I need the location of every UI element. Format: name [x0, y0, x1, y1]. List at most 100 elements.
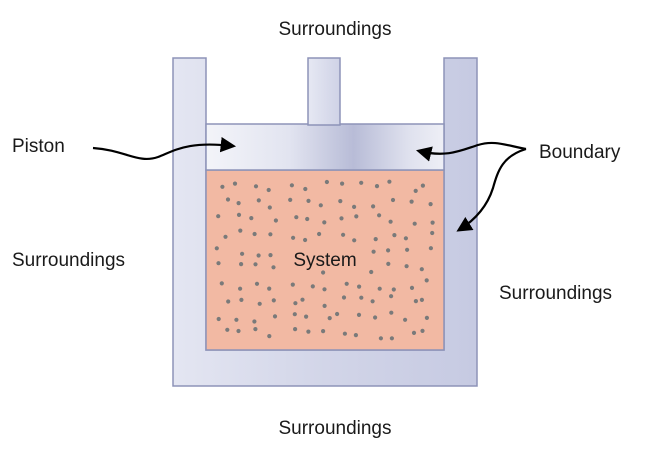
gas-particle [272, 314, 278, 319]
gas-particle [252, 231, 257, 237]
gas-particle [252, 319, 257, 324]
gas-particle [370, 299, 375, 304]
gas-particle [289, 183, 294, 188]
gas-particle [428, 202, 433, 207]
gas-particle [390, 197, 396, 203]
gas-particle [303, 186, 308, 192]
gas-particle [253, 262, 258, 267]
gas-particle [359, 295, 364, 300]
gas-particle [236, 328, 241, 334]
gas-particle [240, 251, 245, 256]
gas-particle [392, 233, 397, 238]
gas-particle [236, 201, 241, 206]
gas-particle [268, 253, 273, 258]
gas-particle [389, 294, 394, 299]
gas-particle [238, 286, 243, 291]
gas-particle [359, 180, 364, 185]
gas-particle [257, 301, 262, 306]
gas-particle [293, 301, 298, 306]
gas-particle [403, 317, 408, 322]
gas-particle [369, 269, 374, 275]
gas-particle [391, 287, 396, 292]
gas-particle [226, 299, 231, 304]
gas-particle [268, 232, 273, 237]
gas-particle [271, 298, 276, 303]
gas-particle [338, 199, 343, 204]
gas-particles [214, 179, 435, 341]
gas-particle [239, 297, 244, 302]
boundary-arrow-lower [456, 147, 527, 232]
gas-particle [405, 247, 410, 252]
gas-particle [223, 234, 228, 239]
gas-particle [236, 212, 242, 217]
gas-particle [388, 219, 393, 224]
piston-label: Piston [12, 136, 65, 157]
gas-particle [324, 179, 329, 185]
gas-particle [266, 187, 271, 193]
gas-particle [371, 204, 376, 209]
gas-particle [293, 327, 298, 332]
gas-particle [403, 236, 408, 241]
gas-particle [389, 310, 394, 315]
gas-particle [356, 312, 362, 317]
surroundings-right-label: Surroundings [499, 283, 612, 304]
gas-particle [232, 181, 238, 186]
gas-particle [404, 264, 409, 269]
gas-particle [322, 303, 327, 308]
gas-particle [300, 297, 305, 302]
gas-particle [352, 204, 357, 209]
gas-particle [267, 286, 272, 291]
gas-particle [249, 216, 254, 221]
gas-particle [253, 184, 259, 189]
gas-particle [420, 328, 425, 333]
gas-particle [374, 184, 380, 189]
gas-particle [216, 261, 221, 266]
gas-particle [342, 331, 347, 336]
gas-particle [234, 317, 239, 322]
gas-particle [386, 248, 391, 253]
gas-particle [377, 213, 382, 218]
boundary-arrow-upper [416, 141, 527, 162]
piston-rod [307, 57, 341, 126]
gas-particle [409, 285, 415, 290]
gas-particle [290, 282, 295, 287]
gas-particle [430, 220, 435, 225]
gas-particle [430, 230, 435, 236]
gas-particle [377, 286, 382, 291]
gas-particle [344, 281, 349, 286]
gas-particle [225, 197, 231, 202]
gas-particle [341, 232, 346, 237]
gas-particle [409, 199, 414, 204]
gas-particle [317, 231, 322, 237]
gas-particle [288, 197, 293, 202]
surroundings-bottom-label: Surroundings [278, 418, 391, 439]
gas-particle [254, 281, 260, 286]
gas-particle [253, 327, 258, 332]
gas-particle [225, 327, 230, 332]
gas-particle [294, 215, 299, 220]
gas-particle [412, 221, 417, 226]
gas-particle [420, 183, 425, 188]
gas-particle [386, 261, 391, 266]
surroundings-top-label: Surroundings [278, 19, 391, 40]
gas-particle [219, 281, 224, 286]
gas-particle [353, 333, 358, 338]
gas-particle [389, 336, 394, 341]
piston-plate [205, 123, 445, 171]
gas-particle [373, 315, 378, 320]
gas-particle [239, 262, 244, 267]
gas-particle [216, 214, 221, 219]
gas-particle [339, 216, 344, 221]
gas-particle [220, 184, 225, 189]
gas-particle [214, 246, 219, 251]
gas-particle [318, 203, 323, 208]
gas-particle [352, 238, 357, 243]
gas-particle [387, 179, 392, 184]
gas-particle [411, 330, 417, 335]
gas-particle [371, 249, 376, 254]
gas-particle [373, 237, 378, 242]
gas-particle [216, 316, 221, 322]
gas-particle [271, 265, 276, 270]
gas-particle [424, 278, 429, 283]
